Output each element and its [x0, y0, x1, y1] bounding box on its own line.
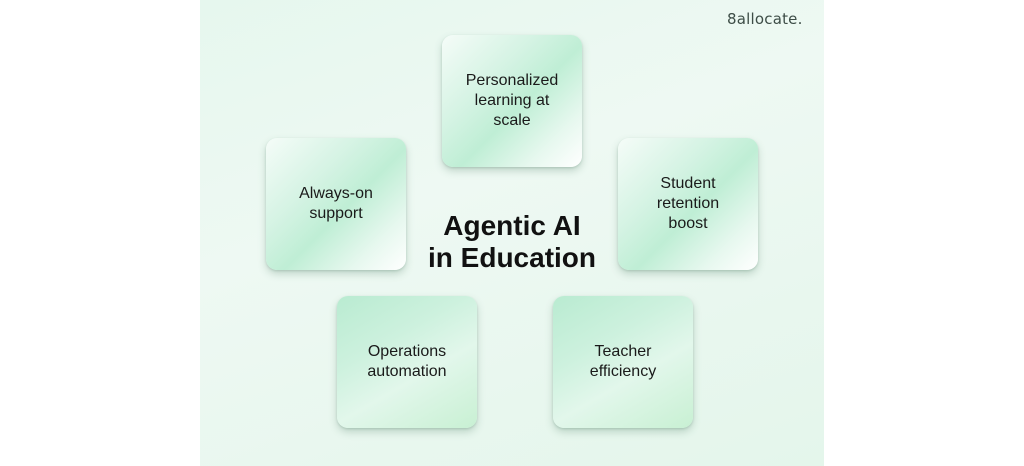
node-label: Teacher efficiency — [589, 343, 657, 380]
center-title-line1: Agentic AI — [443, 210, 581, 241]
node-personalized-learning: Personalized learning at scale — [442, 35, 582, 167]
center-title: Agentic AI in Education — [410, 210, 614, 274]
node-label: Student retention boost — [656, 175, 720, 232]
diagram-panel: 8allocate. Personalized learning at scal… — [200, 0, 824, 466]
node-label: Always-on support — [299, 185, 373, 222]
node-operations-automation: Operations automation — [337, 296, 477, 428]
node-always-on-support: Always-on support — [266, 138, 406, 270]
node-label: Operations automation — [367, 343, 447, 380]
node-label: Personalized learning at scale — [465, 72, 559, 129]
node-teacher-efficiency: Teacher efficiency — [553, 296, 693, 428]
brand-logo: 8allocate. — [727, 10, 803, 28]
node-student-retention: Student retention boost — [618, 138, 758, 270]
center-title-line2: in Education — [428, 242, 596, 273]
